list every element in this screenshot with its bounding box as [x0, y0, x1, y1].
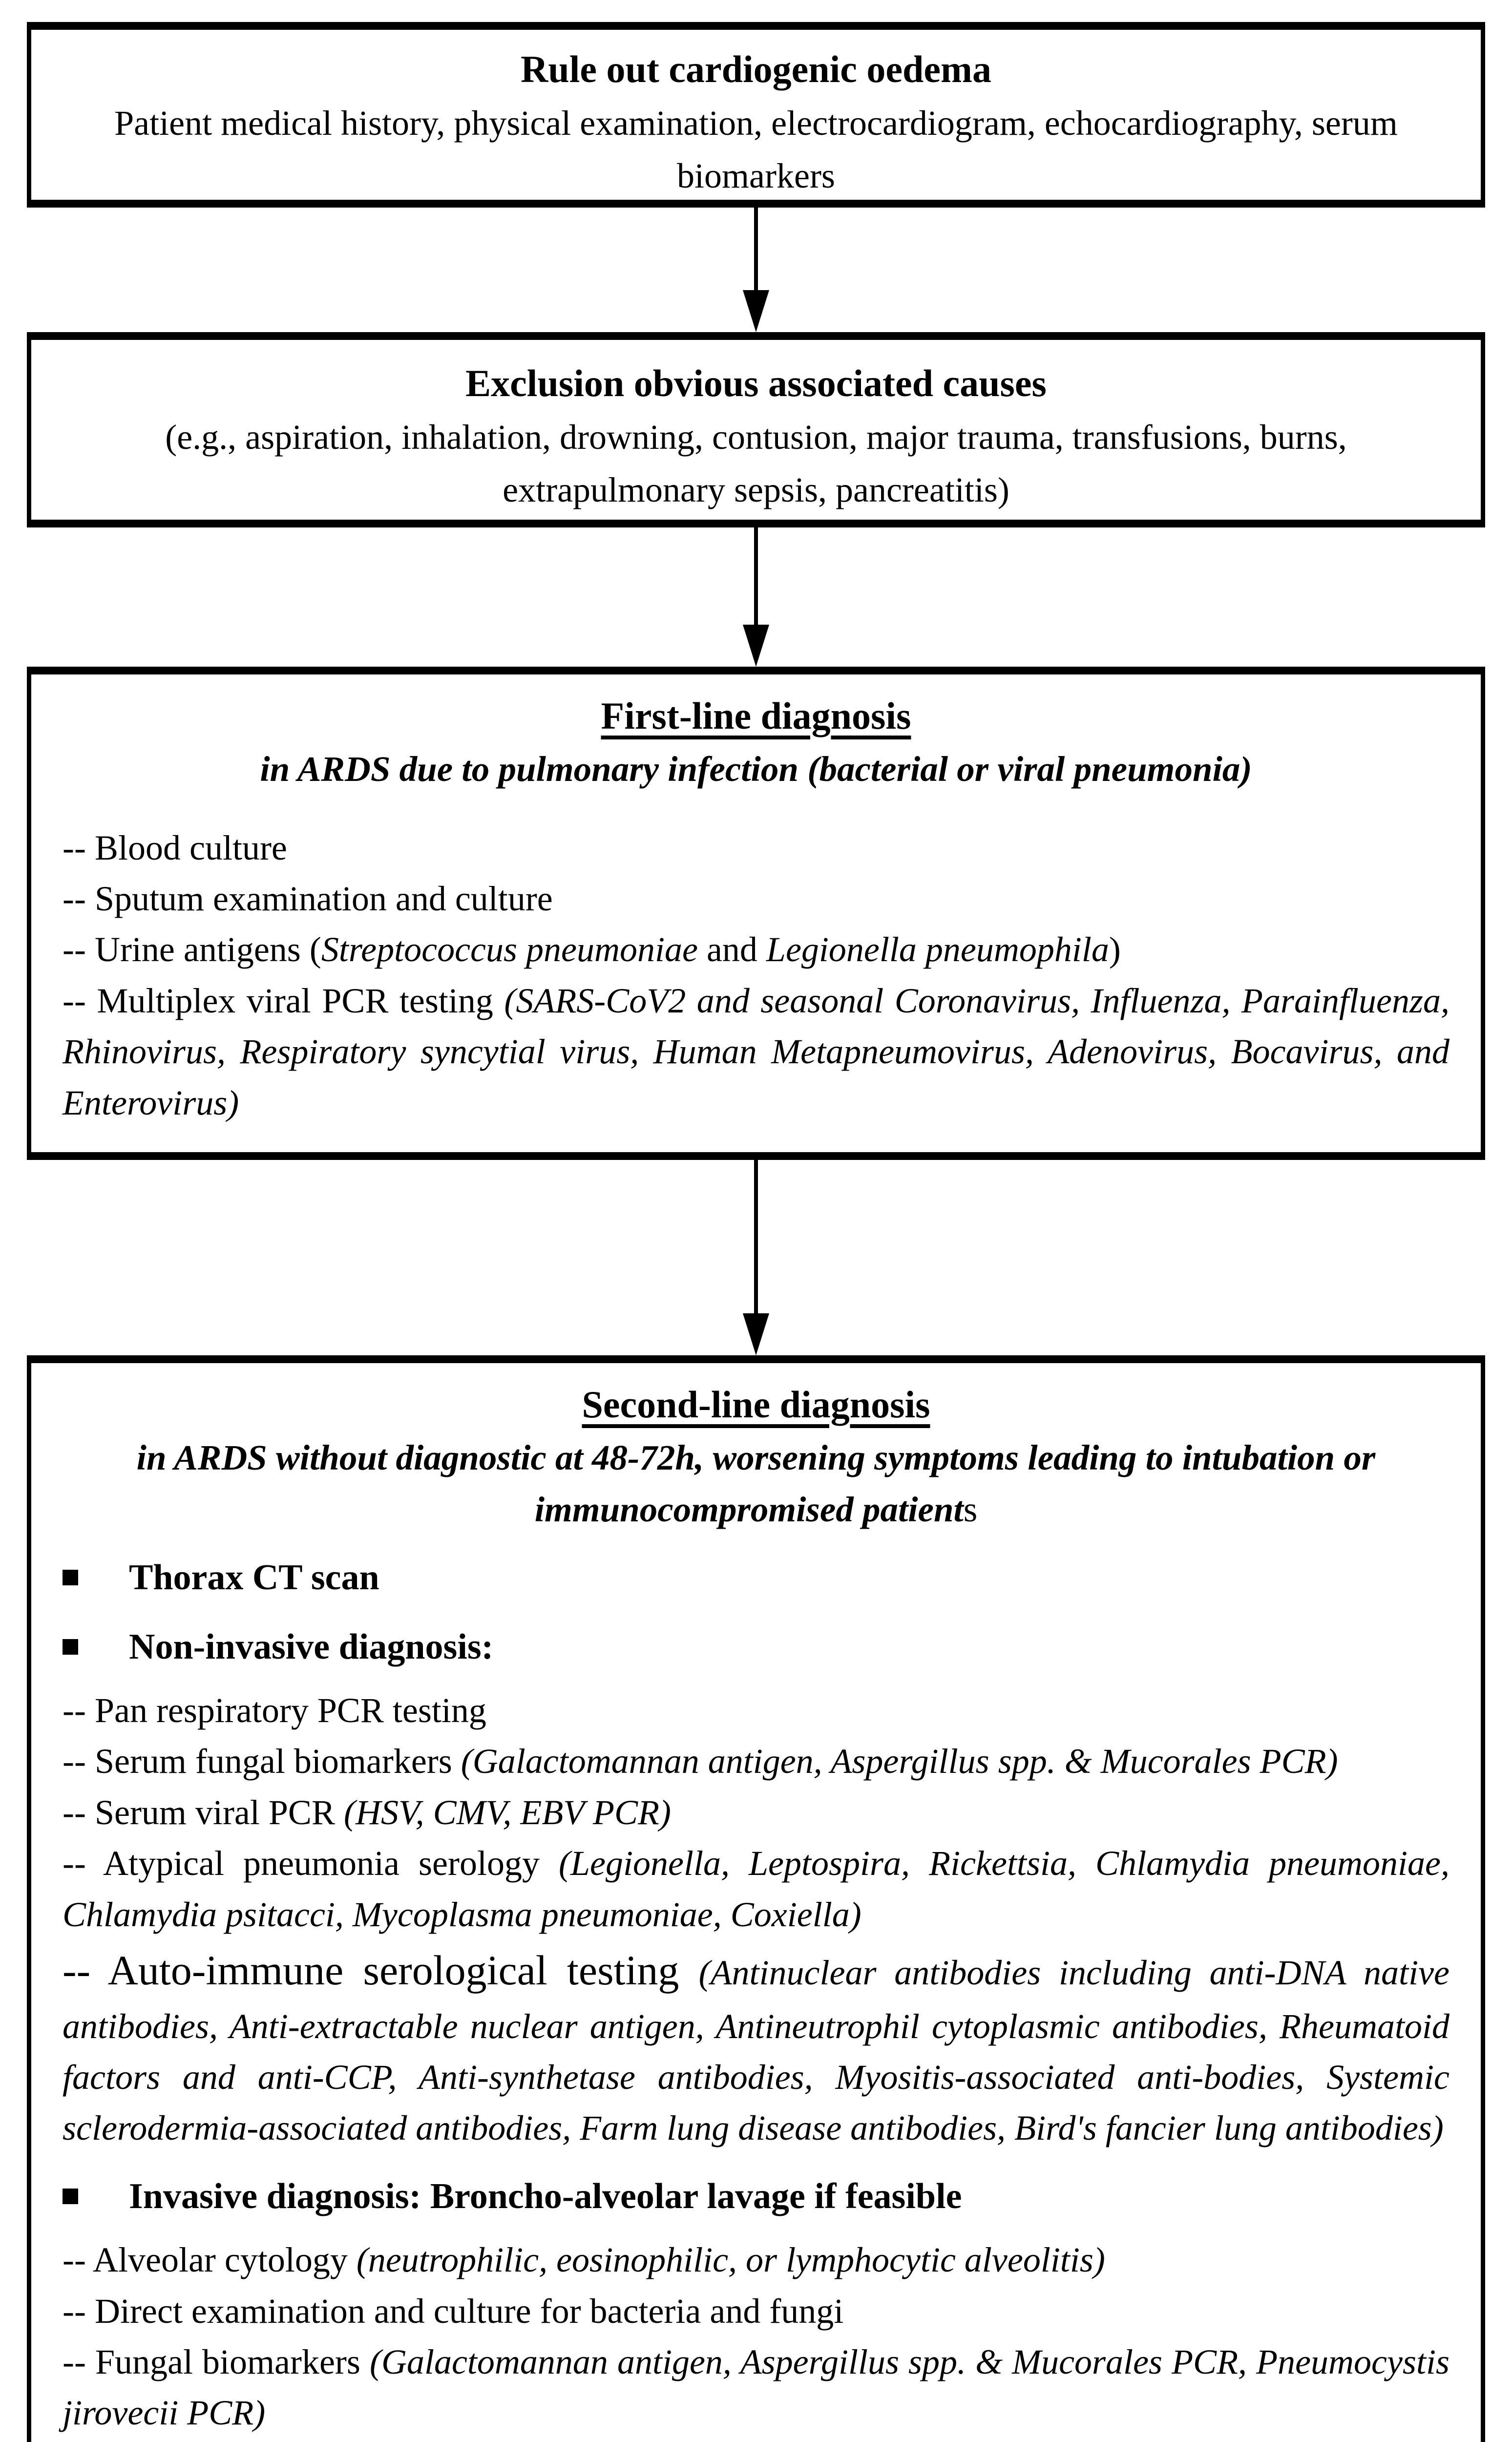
- square-bullet-icon: [63, 1570, 78, 1586]
- item-text-segment: (neutrophilic, eosinophilic, or lymphocy…: [356, 2240, 1105, 2280]
- flow-box-exclusion-associated-causes: Exclusion obvious associated causes (e.g…: [27, 332, 1485, 527]
- arrow-down-icon: [743, 1313, 769, 1355]
- flow-box-first-line-diagnosis: First-line diagnosis in ARDS due to pulm…: [27, 667, 1485, 1160]
- box4-invasive-item-list: -- Alveolar cytology (neutrophilic, eosi…: [63, 2234, 1449, 2442]
- box2-title: Exclusion obvious associated causes: [465, 362, 1047, 404]
- box4-heading: Second-line diagnosis: [63, 1378, 1449, 1432]
- arrow-line: [754, 527, 758, 626]
- item-text-segment: Legionella pneumophila: [766, 930, 1109, 969]
- bullet-non-invasive-diagnosis: Non-invasive diagnosis:: [63, 1621, 1449, 1673]
- list-item: -- Atypical pneumonia serology (Legionel…: [63, 1838, 1449, 1940]
- list-item: -- Sputum examination and culture: [63, 873, 1449, 924]
- item-text-segment: -- Pan respiratory PCR testing: [63, 1691, 486, 1730]
- list-item: -- Auto-immune serological testing (Anti…: [63, 1940, 1449, 2154]
- box4-subtitle: in ARDS without diagnostic at 48-72h, wo…: [63, 1432, 1449, 1536]
- item-text-segment: Streptococcus pneumoniae: [321, 930, 698, 969]
- item-text-segment: and: [697, 930, 766, 969]
- box1-heading: Rule out cardiogenic oedema: [65, 42, 1447, 97]
- bullet-invasive-diagnosis: Invasive diagnosis: Broncho-alveolar lav…: [63, 2170, 1449, 2223]
- item-text-segment: -- Fungal biomarkers: [63, 2342, 370, 2381]
- box3-heading: First-line diagnosis: [63, 689, 1449, 743]
- item-text-segment: -- Alveolar cytology: [63, 2240, 357, 2280]
- item-text-segment: -- Auto-immune serological testing: [63, 1946, 699, 1994]
- list-item: -- Direct examination and culture for ba…: [63, 2286, 1449, 2337]
- bullet-label: Non-invasive diagnosis:: [129, 1626, 494, 1667]
- item-text-segment: (Galactomannan antigen, Aspergillus spp.…: [461, 1742, 1338, 1781]
- box2-heading: Exclusion obvious associated causes: [65, 357, 1447, 411]
- item-text-segment: ): [1109, 930, 1121, 969]
- list-item: -- Urine antigens (Streptococcus pneumon…: [63, 924, 1449, 975]
- list-item: -- Serum fungal biomarkers (Galactomanna…: [63, 1736, 1449, 1787]
- flow-box-second-line-diagnosis: Second-line diagnosis in ARDS without di…: [27, 1355, 1485, 2442]
- list-item: -- Serum viral PCR (HSV, CMV, EBV PCR): [63, 1787, 1449, 1838]
- list-item: -- Pan respiratory PCR testing: [63, 2439, 1449, 2442]
- item-text-segment: -- Atypical pneumonia serology: [63, 1844, 559, 1883]
- flow-box-rule-out-cardiogenic-oedema: Rule out cardiogenic oedema Patient medi…: [27, 22, 1485, 208]
- list-item: -- Fungal biomarkers (Galactomannan anti…: [63, 2337, 1449, 2439]
- box4-title: Second-line diagnosis: [582, 1383, 930, 1426]
- bullet-label: Thorax CT scan: [129, 1558, 379, 1598]
- item-text-segment: -- Multiplex viral PCR testing: [63, 981, 504, 1020]
- list-item: -- Alveolar cytology (neutrophilic, eosi…: [63, 2234, 1449, 2285]
- square-bullet-icon: [63, 1639, 78, 1655]
- item-text-segment: -- Urine antigens (: [63, 930, 321, 969]
- box2-body: (e.g., aspiration, inhalation, drowning,…: [165, 417, 1347, 509]
- subtitle-tail: s: [963, 1489, 978, 1529]
- item-text-segment: (HSV, CMV, EBV PCR): [343, 1792, 671, 1832]
- box3-subtitle: in ARDS due to pulmonary infection (bact…: [260, 749, 1252, 789]
- list-item: -- Pan respiratory PCR testing: [63, 1685, 1449, 1736]
- bullet-label: Invasive diagnosis: Broncho-alveolar lav…: [129, 2176, 962, 2216]
- item-text-segment: -- Direct examination and culture for ba…: [63, 2291, 844, 2331]
- box1-body: Patient medical history, physical examin…: [114, 103, 1398, 195]
- item-text-segment: -- Serum fungal biomarkers: [63, 1742, 461, 1781]
- square-bullet-icon: [63, 2188, 78, 2204]
- item-text-segment: (SARS-CoV2 and seasonal Coronavirus, Inf…: [63, 981, 1449, 1122]
- item-text-segment: -- Blood culture: [63, 828, 287, 867]
- item-text-segment: (Antinuclear antibodies including anti-D…: [63, 1953, 1449, 2148]
- box4-noninvasive-item-list: -- Pan respiratory PCR testing -- Serum …: [63, 1685, 1449, 2154]
- box3-title: First-line diagnosis: [601, 695, 911, 737]
- item-text-segment: (Legionella, Leptospira, Rickettsia, Chl…: [63, 1844, 1449, 1934]
- bullet-thorax-ct-scan: Thorax CT scan: [63, 1552, 1449, 1604]
- item-text-segment: -- Sputum examination and culture: [63, 879, 553, 918]
- box1-title: Rule out cardiogenic oedema: [520, 48, 992, 90]
- item-text-segment: (Galactomannan antigen, Aspergillus spp.…: [63, 2342, 1449, 2433]
- list-item: -- Blood culture: [63, 822, 1449, 873]
- arrow-down-icon: [743, 290, 769, 332]
- subtitle-text: in ARDS without diagnostic at 48-72h, wo…: [136, 1437, 1376, 1529]
- box3-item-list: -- Blood culture -- Sputum examination a…: [63, 822, 1449, 1128]
- arrow-line: [754, 1160, 758, 1315]
- arrow-line: [754, 208, 758, 292]
- list-item: -- Multiplex viral PCR testing (SARS-CoV…: [63, 975, 1449, 1128]
- arrow-down-icon: [743, 625, 769, 667]
- item-text-segment: -- Serum viral PCR: [63, 1792, 344, 1832]
